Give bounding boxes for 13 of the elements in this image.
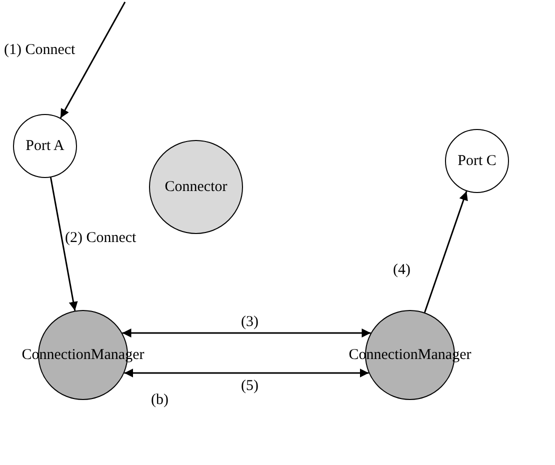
edge-label: (4)	[392, 262, 412, 278]
arrow	[424, 191, 468, 313]
node-label: Port C	[458, 152, 496, 170]
arrow	[122, 328, 371, 338]
arrow	[60, 2, 126, 118]
edge-label: (3)	[240, 314, 260, 330]
edge-label: (2) Connect	[64, 230, 138, 246]
edge-label: (1) Connect	[3, 42, 76, 58]
node-label: Connector	[164, 178, 228, 196]
arrow	[50, 177, 78, 311]
node-label: Port A	[26, 138, 64, 154]
figure-label: (b)	[150, 392, 170, 408]
edge-label: (5)	[240, 378, 260, 394]
